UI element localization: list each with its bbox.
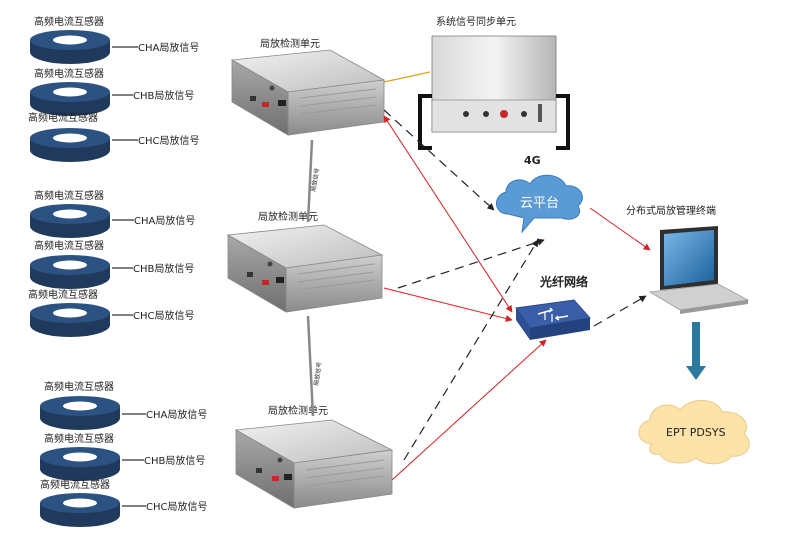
sensor-ring <box>40 493 120 527</box>
sensor-label: 高频电流互感器 <box>34 189 104 202</box>
sync-unit-label: 系统信号同步单元 <box>436 15 516 28</box>
sensor-label: 高频电流互感器 <box>44 380 114 393</box>
red-arrow <box>383 115 513 313</box>
unit-label: 局放检测单元 <box>268 404 328 417</box>
sensor-ring <box>30 204 110 238</box>
sensor-ring <box>40 396 120 430</box>
signal-label: CHA局放信号 <box>146 408 207 421</box>
unit-label: 局放检测单元 <box>258 210 318 223</box>
sensor-label: 高频电流互感器 <box>44 432 114 445</box>
sensor-label: 高频电流互感器 <box>34 239 104 252</box>
label-4g: 4G <box>524 154 541 167</box>
sensor-label: 高频电流互感器 <box>40 478 110 491</box>
sensor-label: 高频电流互感器 <box>34 67 104 80</box>
cloud-label: 云平台 <box>520 196 559 211</box>
sensor-ring <box>30 30 110 64</box>
signal-label: CHC局放信号 <box>138 134 199 147</box>
sensor-ring <box>30 128 110 162</box>
software-cloud: EPT PDSYS <box>638 400 750 465</box>
fiber-label: 光纤网络 <box>539 274 588 289</box>
sync-unit-device <box>418 35 570 150</box>
sensor-ring <box>30 255 110 289</box>
sensor-label: 高频电流互感器 <box>34 15 104 28</box>
signal-label: CHB局放信号 <box>144 454 205 467</box>
laptop-icon <box>648 226 750 314</box>
cloud-platform: 云平台 <box>496 174 583 234</box>
detection-unit-box <box>230 49 386 136</box>
terminal-label: 分布式局放管理终端 <box>626 204 716 217</box>
unit-link-1: 局放信号 <box>306 139 321 223</box>
signal-label: CHC局放信号 <box>146 500 207 513</box>
sensor-label: 高频电流互感器 <box>28 288 98 301</box>
group-3: 高频电流互感器 CHA局放信号 高频电流互感器 CHB局放信号 高频电流互感器 … <box>40 380 394 527</box>
sensor-ring <box>30 303 110 337</box>
dashed-arrow <box>403 239 539 461</box>
detection-unit-box <box>226 224 384 313</box>
group-2: 高频电流互感器 CHA局放信号 高频电流互感器 CHB局放信号 高频电流互感器 … <box>28 189 384 337</box>
unit-label: 局放检测单元 <box>260 37 320 50</box>
dashed-arrow <box>383 109 495 211</box>
sensor-label: 高频电流互感器 <box>28 111 98 124</box>
detection-unit-box <box>234 419 394 509</box>
signal-label: CHA局放信号 <box>138 41 199 54</box>
red-arrow <box>383 287 513 322</box>
sync-wire <box>383 71 431 83</box>
switch-icon <box>515 299 591 340</box>
red-arrow <box>589 207 651 251</box>
sensor-ring <box>30 82 110 116</box>
red-arrow <box>391 339 547 481</box>
down-arrow-icon <box>686 322 706 380</box>
dashed-arrow <box>397 238 545 289</box>
sensor-ring <box>40 447 120 481</box>
software-label: EPT PDSYS <box>666 426 726 439</box>
signal-label: CHA局放信号 <box>134 214 195 227</box>
group-1: 高频电流互感器 CHA局放信号 高频电流互感器 CHB局放信号 高频电流互感器 … <box>28 15 386 162</box>
signal-label: CHB局放信号 <box>133 89 194 102</box>
link-label: 局放信号 <box>312 361 323 386</box>
signal-label: CHC局放信号 <box>133 309 194 322</box>
signal-label: CHB局放信号 <box>133 262 194 275</box>
unit-link-2: 局放信号 <box>306 315 323 417</box>
dashed-arrow <box>593 295 647 327</box>
